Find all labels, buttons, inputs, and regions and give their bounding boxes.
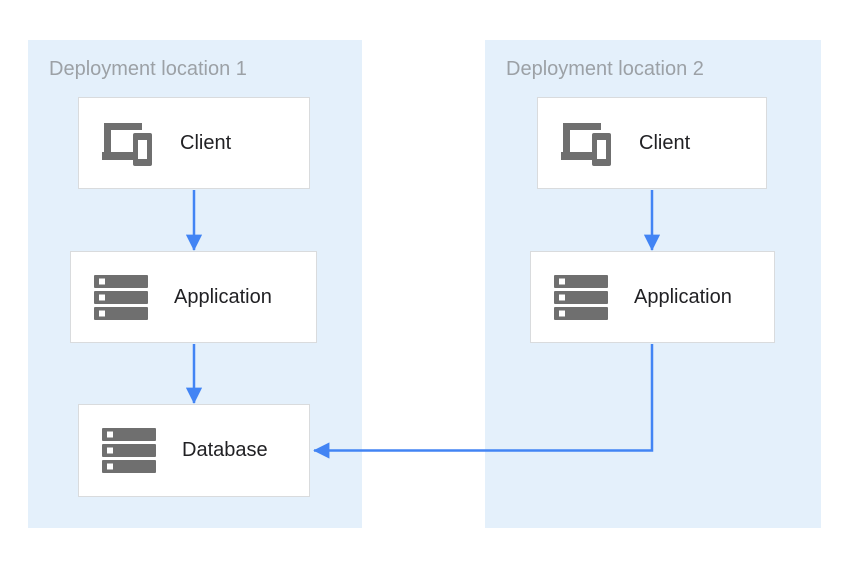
deployment-location-2-panel: Deployment location 2 Client [485, 40, 821, 528]
devices-icon [561, 120, 613, 166]
deployment-location-2-title: Deployment location 2 [506, 58, 704, 80]
node-client-2: Client [537, 97, 767, 189]
node-label: Database [182, 439, 268, 461]
node-database-1: Database [78, 404, 310, 497]
node-client-1: Client [78, 97, 310, 189]
server-stack-icon [554, 274, 608, 320]
node-label: Client [180, 131, 232, 154]
deployment-location-1-panel: Deployment location 1 Client [28, 40, 362, 528]
server-stack-icon [94, 274, 148, 320]
devices-icon [102, 120, 154, 166]
deployment-location-1-title: Deployment location 1 [49, 58, 247, 80]
node-label: Client [639, 131, 691, 154]
node-application-1: Application [70, 251, 317, 343]
node-application-2: Application [530, 251, 775, 343]
node-label: Application [634, 285, 732, 308]
node-label: Application [174, 285, 272, 308]
server-stack-icon [102, 428, 156, 473]
